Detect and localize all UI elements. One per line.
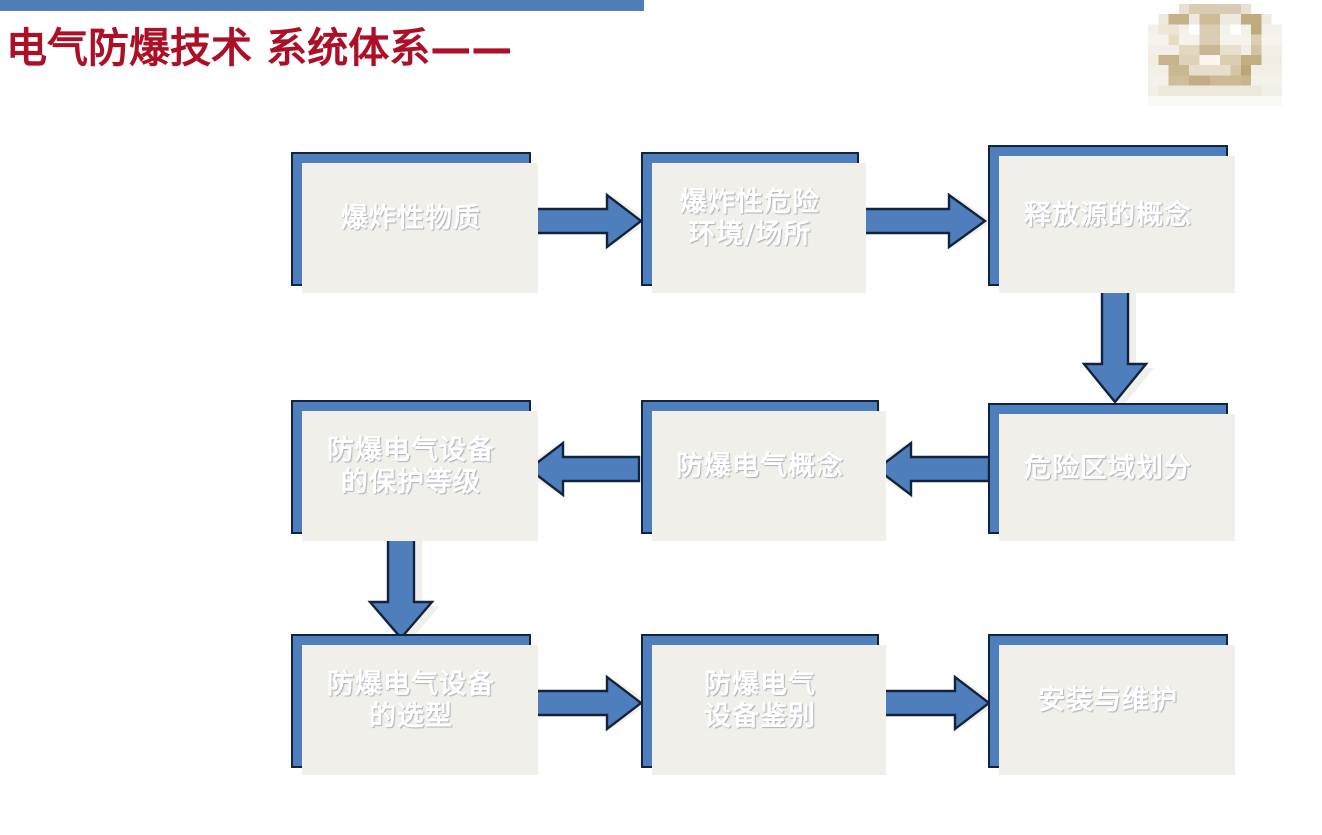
flow-node-n8[interactable]: 防爆电气 设备鉴别: [641, 634, 886, 775]
flow-edge-n5-n4-left-arrow: [520, 438, 641, 500]
flow-node-n3[interactable]: 释放源的概念: [988, 145, 1235, 293]
flow-edge-n4-n7-down-arrow: [367, 528, 448, 644]
institution-logo-watermark-icon: [1148, 4, 1282, 106]
header-accent-bar: [0, 0, 644, 11]
flow-node-label: 防爆电气设备 的保护等级: [327, 435, 495, 498]
flow-node-label: 防爆电气概念: [676, 451, 844, 483]
flow-node-n6[interactable]: 危险区域划分: [988, 403, 1235, 541]
node-shadow: [999, 645, 1235, 775]
flow-node-label: 防爆电气 设备鉴别: [704, 669, 816, 732]
node-shadow: [302, 163, 538, 293]
node-shadow: [999, 156, 1235, 293]
node-shadow: [302, 411, 538, 541]
flow-node-n7[interactable]: 防爆电气设备 的选型: [291, 634, 538, 775]
node-shadow: [302, 645, 538, 775]
flow-node-label: 危险区域划分: [1024, 452, 1192, 484]
node-shadow: [652, 163, 866, 293]
flow-edge-n1-n2-right-arrow: [529, 190, 650, 252]
flow-node-n4[interactable]: 防爆电气设备 的保护等级: [291, 400, 538, 541]
flow-edge-n2-n3-right-arrow: [857, 190, 994, 252]
flow-node-label: 防爆电气设备 的选型: [327, 669, 495, 732]
flow-node-label: 安装与维护: [1038, 685, 1178, 717]
page-title: 电气防爆技术 系统体系——: [6, 24, 513, 72]
flow-edge-n7-n8-right-arrow: [529, 672, 650, 734]
flow-edge-n8-n9-right-arrow: [877, 672, 998, 734]
flow-node-n5[interactable]: 防爆电气概念: [641, 400, 886, 541]
flow-node-label: 释放源的概念: [1024, 199, 1192, 231]
node-shadow: [652, 411, 886, 541]
node-shadow: [652, 645, 886, 775]
flow-edge-n3-n6-down-arrow: [1081, 280, 1162, 408]
flow-node-label: 爆炸性危险 环境/场所: [680, 187, 820, 250]
flow-node-n9[interactable]: 安装与维护: [988, 634, 1235, 775]
flow-node-n2[interactable]: 爆炸性危险 环境/场所: [641, 152, 866, 293]
flow-edge-n6-n5-left-arrow: [868, 438, 991, 500]
node-shadow: [999, 414, 1235, 541]
flow-node-label: 爆炸性物质: [341, 203, 481, 235]
flow-node-n1[interactable]: 爆炸性物质: [291, 152, 538, 293]
